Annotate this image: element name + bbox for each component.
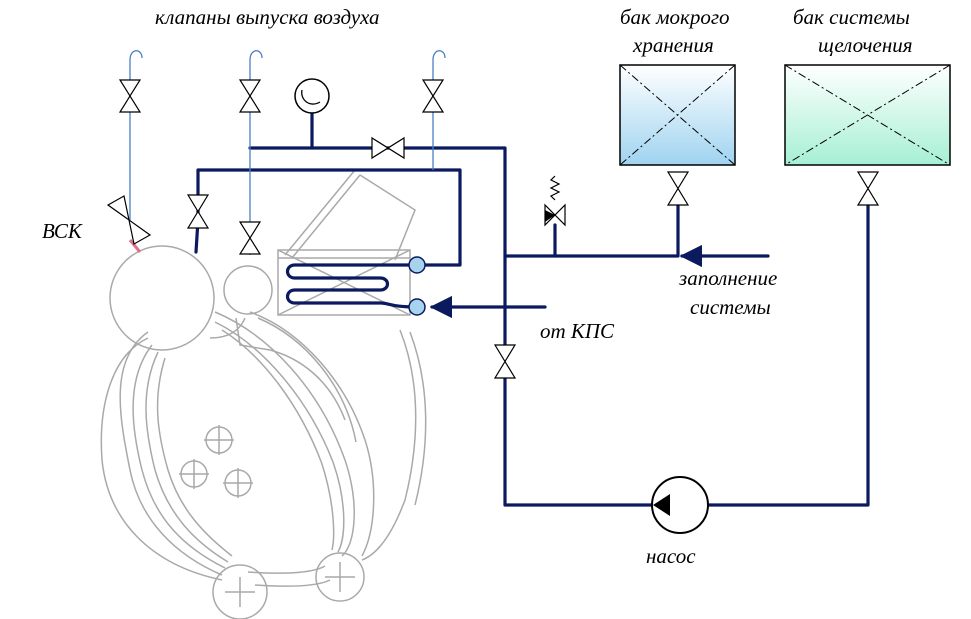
fill-system-label-line1: заполнение <box>678 266 777 290</box>
lower-drum-left <box>212 564 268 619</box>
lower-drum-right <box>315 552 365 602</box>
wet-tank-label-line1: бак мокрого <box>620 5 730 29</box>
pump-icon <box>651 476 709 534</box>
vsk-valve <box>106 195 152 245</box>
coil-outlet-node <box>408 298 426 316</box>
main-pipelines <box>194 146 870 507</box>
valve-alkali-tank <box>856 171 880 206</box>
pressure-gauge-icon <box>294 78 330 114</box>
from-kps-label: от КПС <box>540 319 615 343</box>
vent-valve-2 <box>238 79 262 113</box>
wet-tank-label-line2: хранения <box>632 33 714 57</box>
air-vents-label: клапаны выпуска воздуха <box>155 5 380 29</box>
boiler-outline <box>100 169 427 587</box>
vent-valve-3 <box>421 79 445 113</box>
fill-system-label-line2: системы <box>690 295 771 319</box>
vent-pipes <box>129 50 446 255</box>
header-pipes <box>179 425 355 607</box>
coil-inlet-node <box>408 256 426 274</box>
vsk-pipe <box>128 239 142 253</box>
alkali-system-tank <box>784 64 951 166</box>
vsk-label: ВСК <box>42 219 83 243</box>
pump-label: насос <box>646 544 696 568</box>
vent-valve-4 <box>238 221 262 255</box>
valve-hot-loop <box>186 194 210 229</box>
valve-return-line <box>493 344 517 379</box>
valve-wet-tank <box>666 171 690 206</box>
spring-relief-valve-icon <box>544 175 566 227</box>
wet-storage-tank <box>619 64 736 166</box>
alkali-tank-label-line2: щелочения <box>818 33 913 57</box>
steam-drum <box>109 245 215 351</box>
vent-valve-1 <box>118 79 142 113</box>
economizer-coil <box>285 263 419 309</box>
valve-air-header <box>371 136 405 160</box>
small-drum <box>223 265 273 315</box>
alkali-tank-label-line1: бак системы <box>793 5 910 29</box>
